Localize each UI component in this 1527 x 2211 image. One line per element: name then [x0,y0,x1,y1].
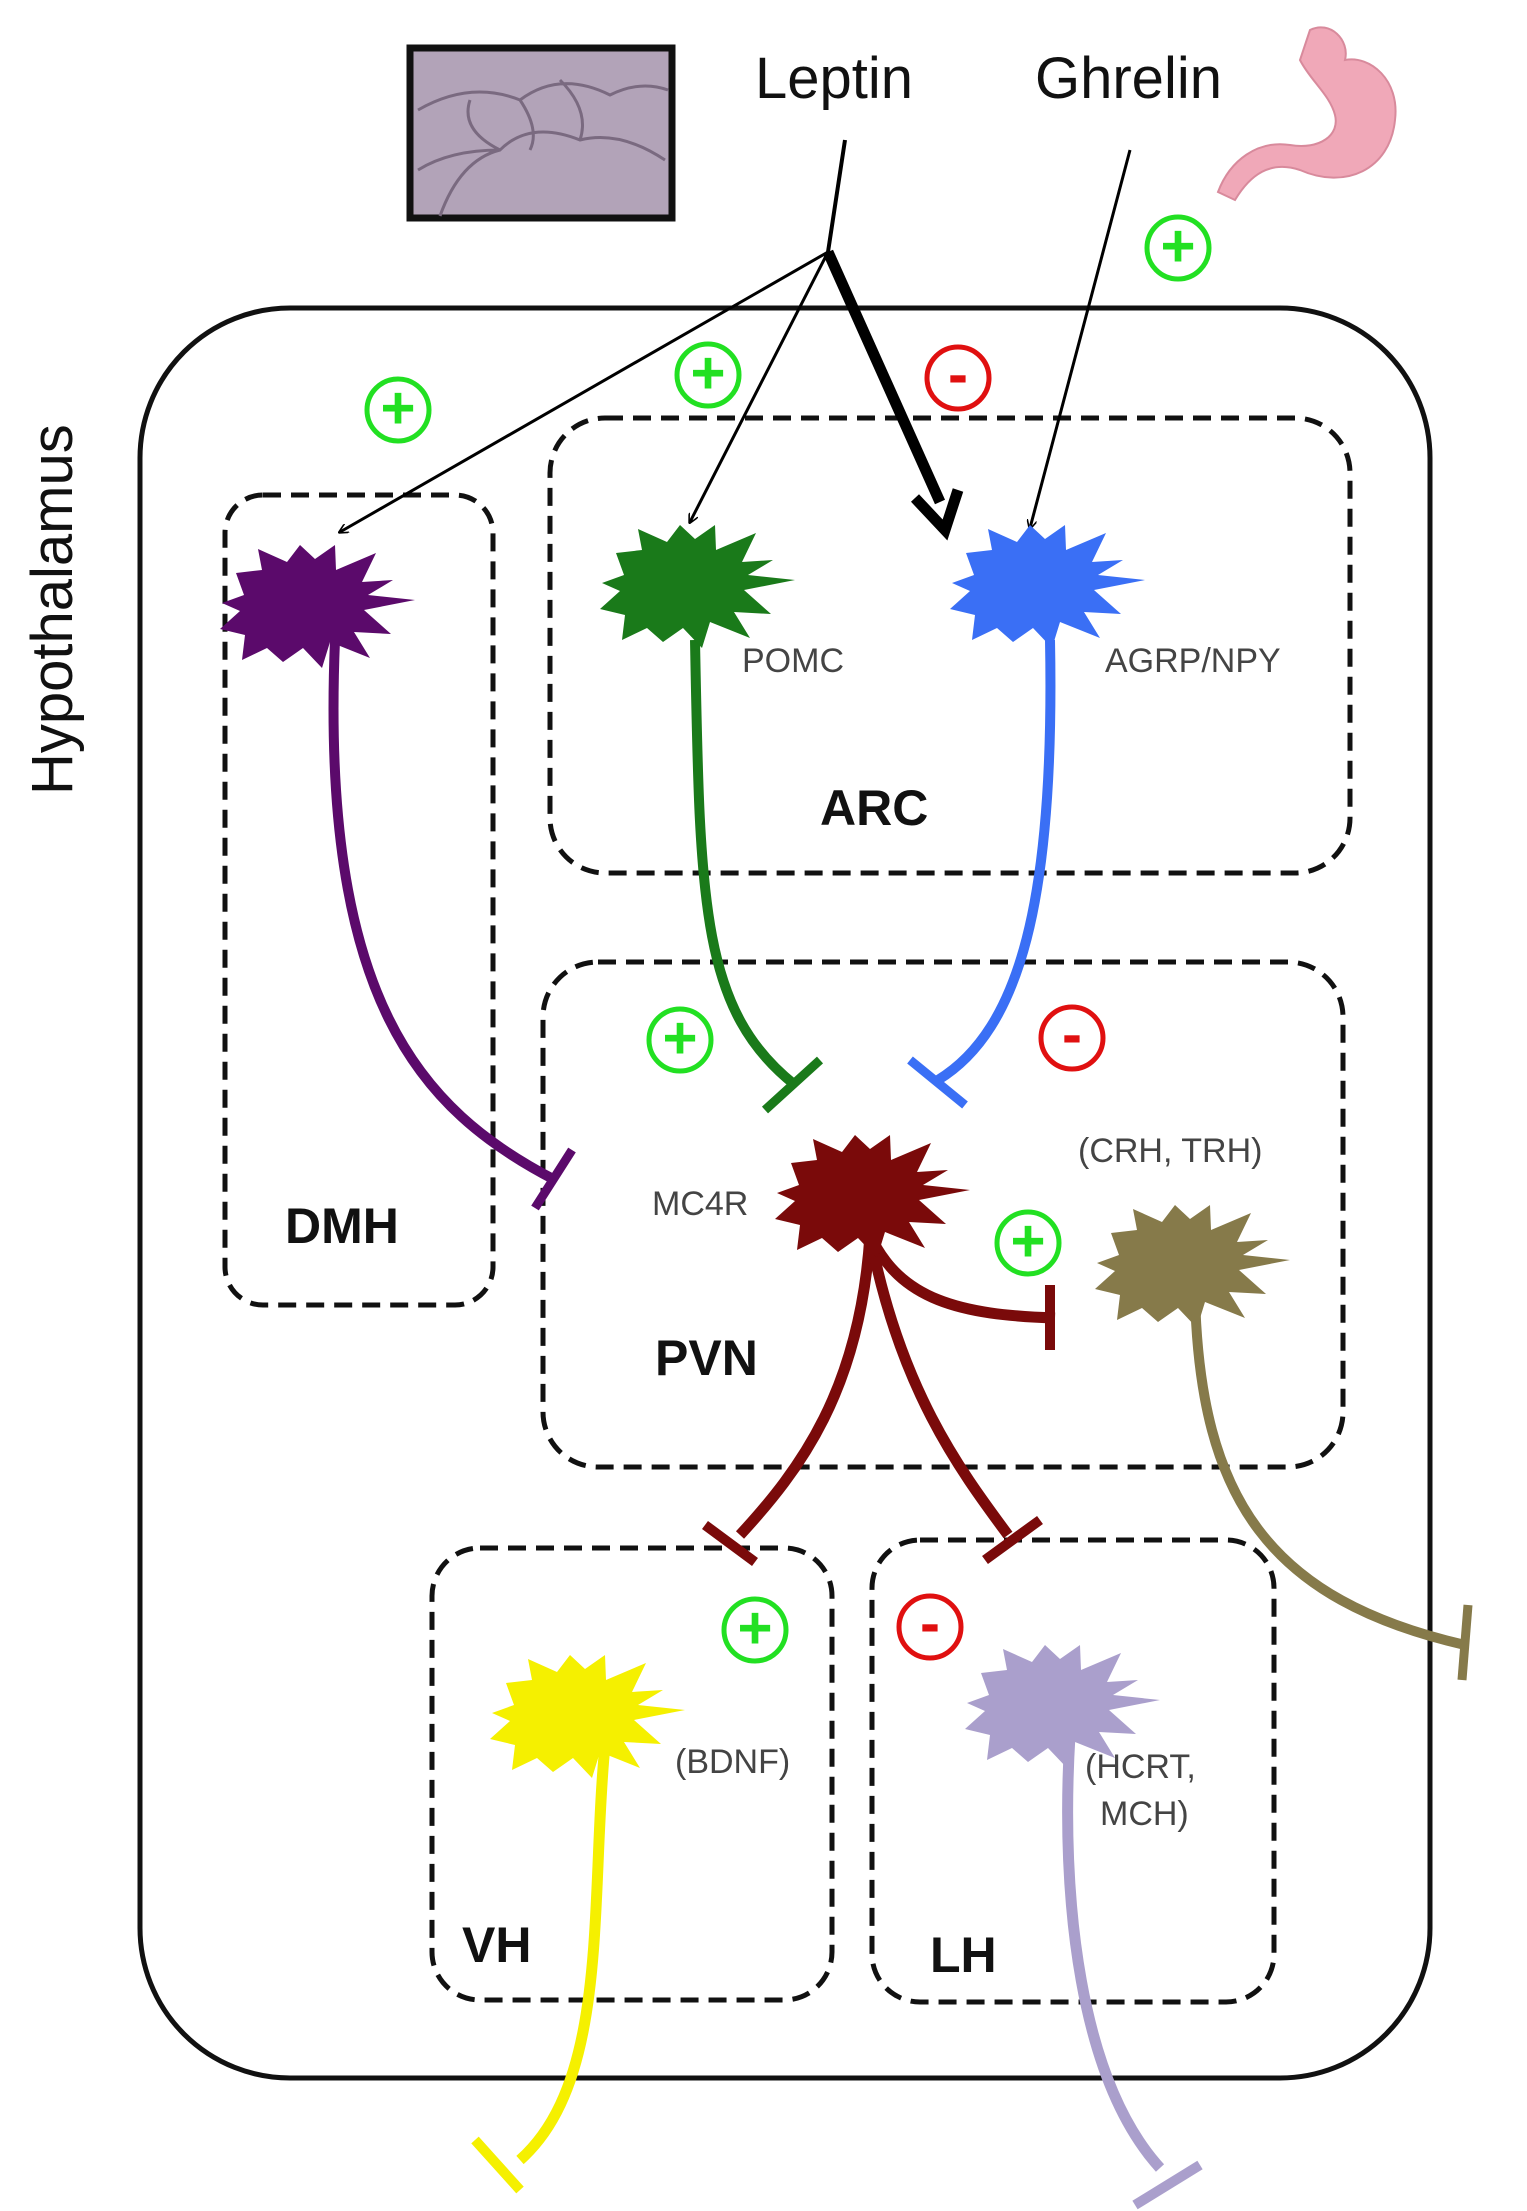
region-pvn-label: PVN [655,1330,758,1386]
ghrelin-arrow [1030,149,1132,528]
pomc-to-pvn-projection [690,639,824,1114]
svg-text:+: + [1160,213,1195,280]
stomach-icon [1216,26,1397,202]
crh-projection [1190,1294,1473,1681]
svg-text:+: + [662,1005,697,1072]
region-dmh-box [222,492,496,1308]
bdnf-label: (BDNF) [675,1743,790,1781]
svg-text:-: - [948,341,968,408]
agrp-neuron [950,525,1145,648]
region-vh-label: VH [462,1917,531,1973]
svg-text:+: + [1010,1208,1045,1275]
region-pvn-box [540,959,1346,1470]
hypothalamus-label: Hypothalamus [20,424,85,795]
dmh-neuron [220,545,415,668]
plus-sign-pomc: + [674,340,742,409]
bdnf-projection [471,1744,611,2194]
leptin-label: Leptin [755,46,913,111]
leptin-arrows [340,139,964,541]
region-lh-label: LH [930,1927,997,1983]
hypothalamus-boundary [137,305,1433,2081]
mc4r-label: MC4R [652,1185,748,1223]
region-dmh-label: DMH [285,1198,399,1254]
minus-sign-lh: - [896,1590,964,1661]
hcrt-label-line2: MCH) [1100,1795,1189,1833]
region-vh-box [429,1545,835,2003]
region-arc-box [547,415,1353,876]
region-lh-box [869,1537,1277,2005]
plus-sign-crh: + [994,1208,1062,1277]
agrp-to-pvn-projection [907,639,1056,1109]
plus-sign-vh: + [721,1595,789,1664]
svg-text:+: + [737,1595,772,1662]
mc4r-projections [702,1232,1056,1567]
svg-text:+: + [690,340,725,407]
svg-text:-: - [1062,1001,1082,1068]
svg-text:-: - [920,1590,940,1657]
plus-sign-dmh: + [364,375,432,444]
agrp-npy-label: AGRP/NPY [1105,642,1281,680]
svg-text:+: + [380,375,415,442]
plus-sign-stomach: + [1144,213,1212,282]
bdnf-neuron [490,1655,685,1778]
adipose-tissue-icon [406,44,676,222]
mc4r-neuron [775,1135,970,1258]
crh-trh-label: (CRH, TRH) [1078,1132,1262,1170]
dmh-to-pvn-projection [328,639,576,1211]
hcrt-neuron [965,1645,1160,1768]
pomc-neuron [600,525,795,648]
plus-sign-pvn: + [646,1005,714,1074]
minus-sign-agrp: - [924,341,992,412]
minus-sign-pvn: - [1038,1001,1106,1072]
region-arc-label: ARC [820,780,928,836]
hcrt-projection [1062,1734,1203,2210]
pomc-label: POMC [742,642,844,680]
crh-neuron [1095,1205,1290,1328]
hcrt-label-line1: (HCRT, [1085,1748,1196,1786]
ghrelin-label: Ghrelin [1035,46,1222,111]
